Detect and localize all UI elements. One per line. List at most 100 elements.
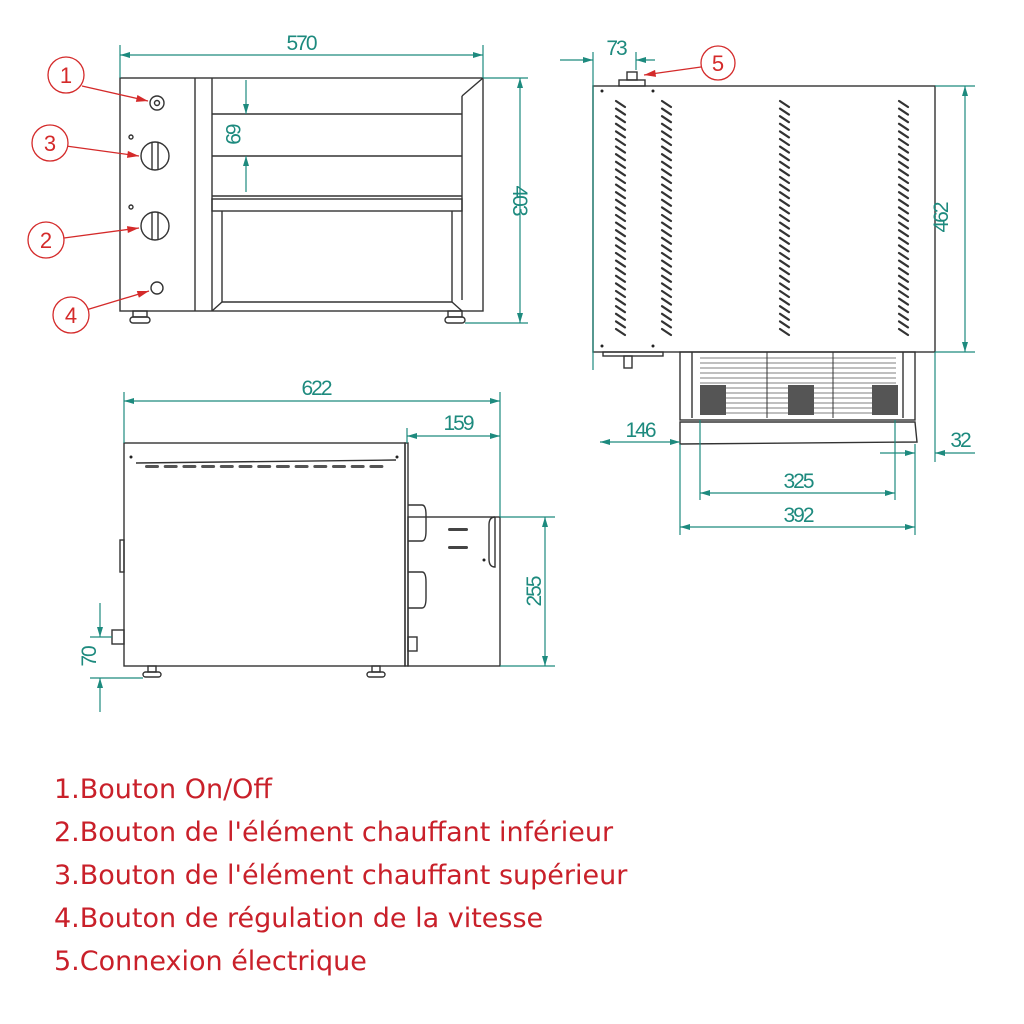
louvre-slot xyxy=(660,259,673,268)
louvre-slot xyxy=(778,244,791,253)
louvre-slot xyxy=(614,160,627,169)
louvre-slot xyxy=(778,153,791,162)
louvre-slot xyxy=(897,153,910,162)
dim-front-height: 403 xyxy=(508,185,531,215)
louvre-slot xyxy=(660,327,673,337)
louvre-slot xyxy=(778,221,791,230)
louvre-slot xyxy=(614,145,627,154)
louvre-slot xyxy=(660,206,673,215)
louvre-slot xyxy=(614,259,627,268)
power-button-icon xyxy=(149,95,165,111)
louvre-slot xyxy=(614,221,627,230)
svg-text:3: 3 xyxy=(44,131,56,156)
svg-text:4: 4 xyxy=(65,303,77,328)
louvre-slot xyxy=(778,145,791,154)
louvre-slot xyxy=(897,206,910,215)
rear-dimensions: 73 462 146 32 325 392 xyxy=(560,37,975,535)
louvre-slot xyxy=(897,244,910,253)
dim-tray-overhang: 32 xyxy=(950,429,971,452)
dim-belt-width: 325 xyxy=(783,470,813,493)
louvre-slot xyxy=(660,282,673,291)
louvre-slot xyxy=(897,191,910,200)
louvre-slot xyxy=(897,221,910,230)
louvre-slot xyxy=(614,213,627,223)
louvre-slot xyxy=(614,107,627,116)
louvre-slot xyxy=(778,160,791,169)
louvre-slot xyxy=(897,236,910,245)
louvre-slot xyxy=(897,160,910,169)
louvre-slot xyxy=(614,274,627,283)
louvre-slot xyxy=(660,153,673,162)
louvre-slot xyxy=(660,160,673,169)
louvre-slot xyxy=(660,175,673,185)
callout-2: 2 xyxy=(27,221,140,259)
louvre-slot xyxy=(897,251,910,261)
louvre-slot xyxy=(614,320,627,329)
louvre-slot xyxy=(614,206,627,215)
louvre-slot xyxy=(614,312,627,321)
louvre-slot xyxy=(897,145,910,154)
louvre-slot xyxy=(778,297,791,306)
louvre-slot xyxy=(614,282,627,291)
louvre-slot xyxy=(778,175,791,185)
louvre-slot xyxy=(614,251,627,261)
vent-slot xyxy=(238,465,253,468)
louvre-slot xyxy=(897,229,910,238)
dim-side-depth: 622 xyxy=(301,377,331,400)
upper-heater-knob-icon xyxy=(140,141,170,171)
louvre-slot xyxy=(897,282,910,291)
louvre-slot xyxy=(778,213,791,223)
vent-slot xyxy=(145,465,159,468)
louvre-slot xyxy=(614,267,627,276)
louvre-slot xyxy=(660,183,673,192)
louvre-slot xyxy=(778,198,791,207)
louvre-slot xyxy=(614,244,627,253)
louvre-slot xyxy=(897,175,910,185)
vent-slot xyxy=(294,465,309,468)
louvre-slot xyxy=(614,99,627,109)
speed-knob-icon xyxy=(150,281,164,295)
callout-3: 3 xyxy=(31,124,140,162)
louvre-slot xyxy=(778,115,791,124)
vent-slot xyxy=(219,465,234,468)
vent-slot xyxy=(332,465,346,468)
louvre-slot xyxy=(897,259,910,268)
lower-heater-knob-icon xyxy=(140,211,170,241)
louvre-slot xyxy=(660,297,673,306)
louvre-slot xyxy=(614,137,627,147)
louvre-slot xyxy=(660,289,673,299)
louvre-slot xyxy=(614,198,627,207)
louvre-slot xyxy=(614,229,627,238)
legend: 1.Bouton On/Off 2.Bouton de l'élément ch… xyxy=(54,768,627,983)
louvre-slot xyxy=(778,259,791,268)
dim-rear-height: 462 xyxy=(930,202,953,232)
louvre-slot xyxy=(660,244,673,253)
louvre-slot xyxy=(897,267,910,276)
louvre-slot xyxy=(660,145,673,154)
louvre-slot xyxy=(614,130,627,139)
callout-4: 4 xyxy=(52,290,150,334)
louvre-slot xyxy=(660,191,673,200)
vent-slot xyxy=(163,465,178,468)
louvre-slot xyxy=(660,115,673,124)
louvre-slot xyxy=(897,130,910,139)
louvre-slot xyxy=(778,320,791,329)
front-dimensions: 570 403 69 xyxy=(119,32,531,324)
louvre-slot xyxy=(778,289,791,299)
louvre-slot xyxy=(778,305,791,314)
louvre-slot xyxy=(778,267,791,276)
louvre-slot xyxy=(614,183,627,192)
louvre-slot xyxy=(778,130,791,139)
louvre-slot xyxy=(614,305,627,314)
louvre-slot xyxy=(897,198,910,207)
louvre-slot xyxy=(614,115,627,124)
louvre-slot xyxy=(660,107,673,116)
louvre-slot xyxy=(614,236,627,245)
louvre-slot xyxy=(778,274,791,283)
svg-text:1: 1 xyxy=(60,63,72,88)
louvre-slot xyxy=(660,213,673,223)
side-dimensions: 622 159 255 70 xyxy=(78,377,555,712)
louvre-slot xyxy=(778,99,791,109)
louvre-slot xyxy=(778,312,791,321)
louvre-slot xyxy=(897,274,910,283)
